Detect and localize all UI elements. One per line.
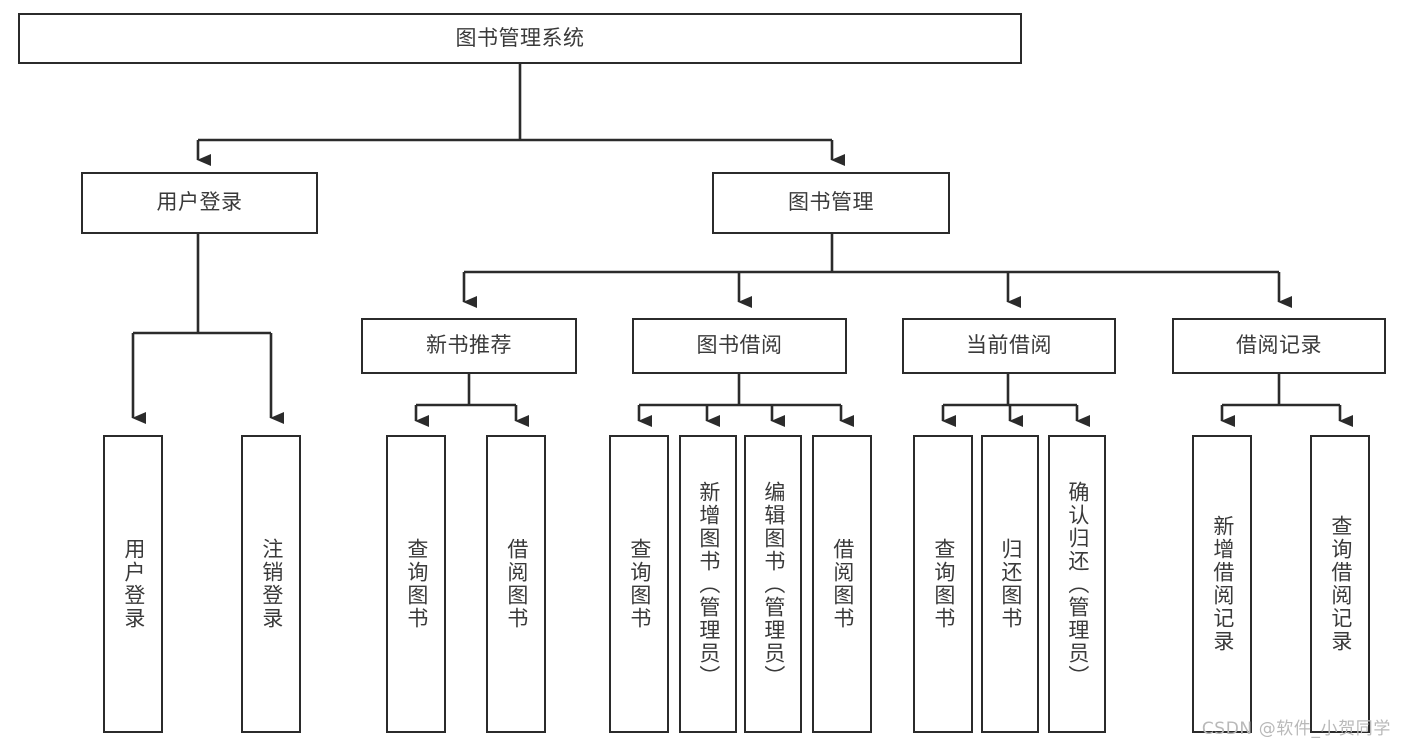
node-new-book-recommend[interactable]: 新书推荐 [361, 318, 577, 374]
node-label: 编辑图书（管理员） [761, 480, 786, 688]
node-book-management[interactable]: 图书管理 [712, 172, 950, 234]
leaf-user-login-login[interactable]: 用户登录 [103, 435, 163, 733]
node-label: 新增图书（管理员） [696, 480, 721, 688]
node-label: 借阅图书 [830, 538, 855, 630]
node-label: 新书推荐 [426, 333, 512, 358]
leaf-current-query-book[interactable]: 查询图书 [913, 435, 973, 733]
node-label: 图书借阅 [696, 333, 783, 358]
leaf-record-add-record[interactable]: 新增借阅记录 [1192, 435, 1252, 733]
node-label: 查询图书 [627, 538, 652, 630]
node-current-borrow[interactable]: 当前借阅 [902, 318, 1116, 374]
leaf-recommend-query-book[interactable]: 查询图书 [386, 435, 446, 733]
node-borrow-record[interactable]: 借阅记录 [1172, 318, 1386, 374]
node-label: 图书管理系统 [455, 25, 585, 50]
leaf-borrow-edit-book-admin[interactable]: 编辑图书（管理员） [744, 435, 802, 733]
leaf-recommend-borrow-book[interactable]: 借阅图书 [486, 435, 546, 733]
node-user-login[interactable]: 用户登录 [81, 172, 318, 234]
node-root-book-management-system[interactable]: 图书管理系统 [18, 13, 1022, 64]
node-label: 用户登录 [156, 190, 243, 215]
leaf-borrow-borrow-book[interactable]: 借阅图书 [812, 435, 872, 733]
leaf-borrow-query-book[interactable]: 查询图书 [609, 435, 669, 733]
node-label: 用户登录 [121, 538, 146, 630]
node-label: 查询图书 [931, 538, 956, 630]
leaf-current-confirm-return-admin[interactable]: 确认归还（管理员） [1048, 435, 1106, 733]
leaf-record-query-record[interactable]: 查询借阅记录 [1310, 435, 1370, 733]
node-label: 注销登录 [259, 538, 284, 630]
leaf-current-return-book[interactable]: 归还图书 [981, 435, 1039, 733]
node-label: 归还图书 [998, 538, 1023, 630]
node-label: 新增借阅记录 [1210, 515, 1235, 653]
node-label: 确认归还（管理员） [1065, 480, 1090, 688]
node-label: 图书管理 [788, 190, 874, 215]
leaf-user-login-logout[interactable]: 注销登录 [241, 435, 301, 733]
node-book-borrow[interactable]: 图书借阅 [632, 318, 847, 374]
node-label: 查询借阅记录 [1328, 515, 1353, 653]
node-label: 借阅记录 [1236, 333, 1322, 358]
leaf-borrow-add-book-admin[interactable]: 新增图书（管理员） [679, 435, 737, 733]
csdn-watermark: CSDN @软件_小贺同学 [1201, 719, 1391, 739]
node-label: 借阅图书 [504, 538, 529, 630]
node-label: 查询图书 [404, 538, 429, 630]
node-label: 当前借阅 [966, 333, 1052, 358]
